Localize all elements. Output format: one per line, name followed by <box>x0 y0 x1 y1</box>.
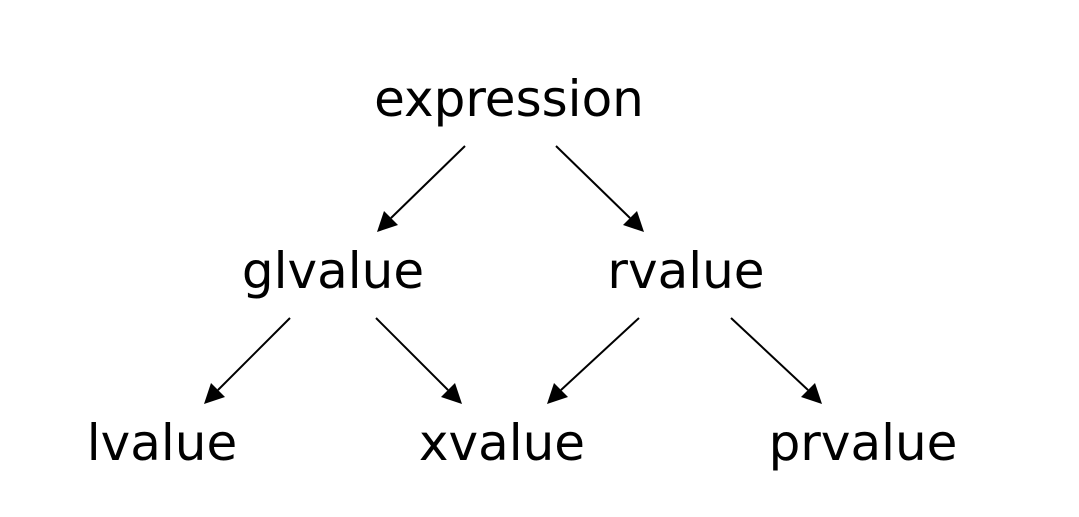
node-prvalue: prvalue <box>769 414 958 472</box>
diagram-edges <box>204 145 822 404</box>
node-lvalue: lvalue <box>87 414 237 472</box>
edge-expression-rvalue <box>555 145 644 232</box>
edge-glvalue-lvalue <box>204 317 291 404</box>
edge-expression-glvalue <box>377 145 466 232</box>
node-xvalue: xvalue <box>419 414 585 472</box>
node-rvalue: rvalue <box>607 242 764 300</box>
node-expression: expression <box>374 70 644 128</box>
edge-rvalue-xvalue <box>547 317 640 404</box>
node-glvalue: glvalue <box>242 242 424 300</box>
edge-rvalue-prvalue <box>730 317 822 404</box>
edge-glvalue-xvalue <box>375 317 462 404</box>
diagram-nodes: expression glvalue rvalue lvalue xvalue … <box>87 70 958 472</box>
